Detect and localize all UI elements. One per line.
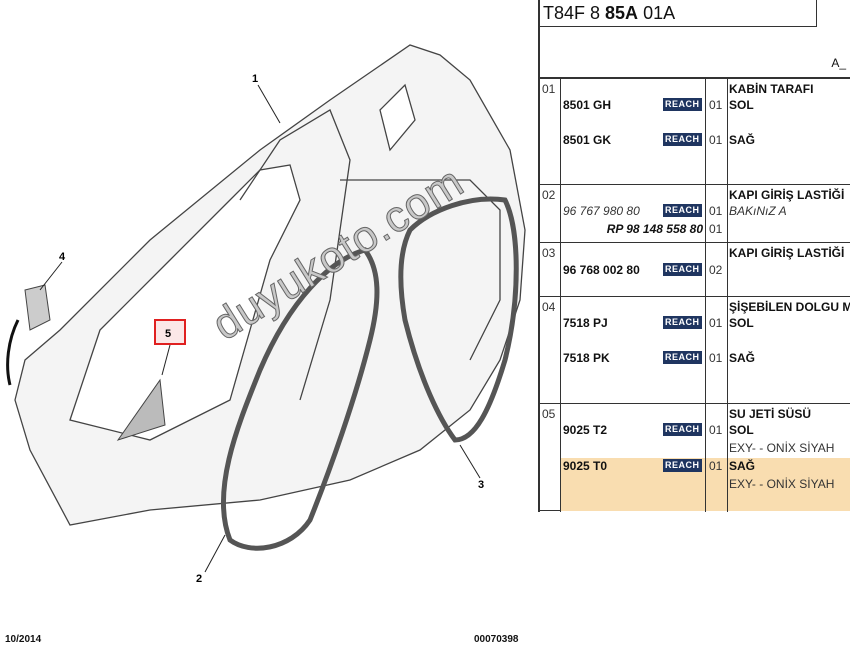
quantity: 02 (709, 263, 723, 277)
quantity: 01 (709, 316, 723, 330)
ref-number: 01 (542, 82, 556, 96)
reach-badge: REACH (663, 351, 702, 364)
callout-2: 2 (196, 573, 202, 585)
reach-badge: REACH (663, 263, 702, 276)
filler-part (24, 284, 51, 331)
group-title: KAPI GİRİŞ LASTİĞİ (729, 188, 845, 202)
part-number[interactable]: RP 98 148 558 80 (606, 222, 703, 236)
part-group-02: 02 KAPI GİRİŞ LASTİĞİ 96 767 980 80 REACH 01… (539, 185, 850, 243)
part-number[interactable]: 9025 T2 (563, 423, 608, 437)
part-number[interactable]: 8501 GH (563, 98, 612, 112)
title-prefix: T84F 8 (543, 3, 606, 23)
parts-diagram: 1 2 3 4 5 (6, 44, 526, 585)
quantity: 01 (709, 459, 723, 473)
callout-1: 1 (252, 73, 258, 85)
part-number[interactable]: 96 767 980 80 (563, 204, 640, 218)
quantity: 01 (709, 98, 723, 112)
reach-badge: REACH (663, 459, 702, 472)
footer-code: 00070398 (474, 634, 519, 645)
callout-3: 3 (478, 479, 484, 491)
title-group: 85A (605, 3, 639, 23)
title-suffix: 01A (638, 3, 676, 23)
description: SAĞ (729, 133, 756, 147)
description: BAKıNıZ A (729, 204, 787, 218)
reach-badge: REACH (663, 423, 702, 436)
color-code: EXY- - ONİX SİYAH (729, 441, 835, 455)
panel-divider (538, 0, 540, 512)
part-number[interactable]: 9025 T0 (563, 459, 608, 473)
reach-badge: REACH (663, 98, 702, 111)
quantity: 01 (709, 222, 723, 236)
callout-5: 5 (165, 328, 171, 340)
group-title: KAPI GİRİŞ LASTİĞİ (729, 246, 845, 260)
callout-5-highlight[interactable] (154, 319, 186, 345)
variant-label: A_ (831, 56, 846, 70)
description: SAĞ (729, 459, 756, 473)
description: SAĞ (729, 351, 756, 365)
page-title: T84F 8 85A 01A (539, 0, 817, 27)
part-group-05: 05 SU JETİ SÜSÜ 9025 T2 REACH 01 SOL EXY- - ON… (539, 404, 850, 511)
description: SOL (729, 98, 754, 112)
group-title: SU JETİ SÜSÜ (729, 407, 812, 421)
part-number[interactable]: 7518 PJ (563, 316, 608, 330)
door-seal-front (220, 247, 380, 551)
column-divider (560, 79, 561, 512)
part-group-04: 04 ŞİŞEBİLEN DOLGU M 7518 PJ REACH 01 SOL 7518… (539, 297, 850, 404)
part-number[interactable]: 96 768 002 80 (563, 263, 640, 277)
footer-date: 10/2014 (5, 634, 42, 645)
door-seal-rear (398, 196, 519, 443)
group-title: KABİN TARAFI (729, 82, 814, 96)
ref-number: 05 (542, 407, 556, 421)
group-title: ŞİŞEBİLEN DOLGU M (729, 300, 850, 314)
quantity: 01 (709, 351, 723, 365)
description: SOL (729, 316, 754, 330)
part-group-03: 03 KAPI GİRİŞ LASTİĞİ 96 768 002 80 REACH 02 (539, 243, 850, 297)
color-code: EXY- - ONİX SİYAH (729, 477, 835, 491)
reach-badge: REACH (663, 316, 702, 329)
quantity: 01 (709, 423, 723, 437)
reach-badge: REACH (663, 204, 702, 217)
description: SOL (729, 423, 754, 437)
column-divider (705, 79, 706, 512)
part-number[interactable]: 8501 GK (563, 133, 612, 147)
quantity: 01 (709, 204, 723, 218)
reach-badge: REACH (663, 133, 702, 146)
ref-number: 02 (542, 188, 556, 202)
quantity: 01 (709, 133, 723, 147)
column-divider (727, 79, 728, 512)
callout-4: 4 (59, 251, 66, 263)
subheader: A_ (539, 27, 850, 79)
ref-number: 04 (542, 300, 556, 314)
water-deflector-part (116, 378, 166, 441)
part-number[interactable]: 7518 PK (563, 351, 610, 365)
ref-number: 03 (542, 246, 556, 260)
